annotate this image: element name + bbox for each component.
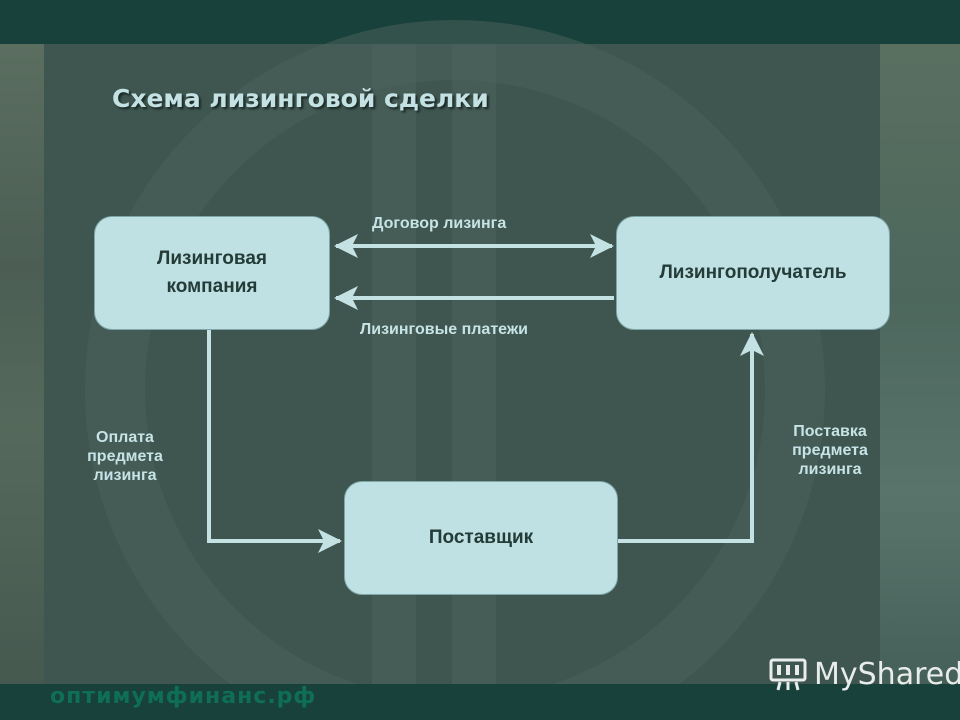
right-photo-strip — [880, 44, 960, 684]
node-leasing-company: Лизинговая компания — [94, 216, 330, 330]
node-supplier-label: Поставщик — [428, 527, 534, 549]
slide-title: Схема лизинговой сделки — [112, 84, 489, 113]
node-lessee-label: Лизингополучатель — [659, 262, 847, 284]
bottom-band — [0, 684, 960, 720]
label-payment-for-asset: Оплата предмета лизинга — [87, 429, 163, 485]
node-lessee: Лизингополучатель — [616, 216, 890, 330]
watermark-logo-icon — [769, 658, 807, 691]
footer-site: оптимумфинанс.рф — [50, 684, 317, 709]
watermark: MyShared — [768, 654, 960, 694]
label-payments: Лизинговые платежи — [360, 321, 529, 338]
label-asset-delivery: Поставка предмета лизинга — [792, 423, 868, 479]
label-contract: Договор лизинга — [372, 215, 507, 232]
left-photo-strip — [0, 44, 44, 684]
payment-for-asset-arrow — [207, 330, 342, 553]
watermark-text: MyShared — [814, 656, 960, 692]
node-supplier: Поставщик — [344, 481, 618, 595]
node-leasing-company-label: Лизинговая компания — [157, 248, 267, 297]
delivery-arrow — [618, 332, 764, 543]
